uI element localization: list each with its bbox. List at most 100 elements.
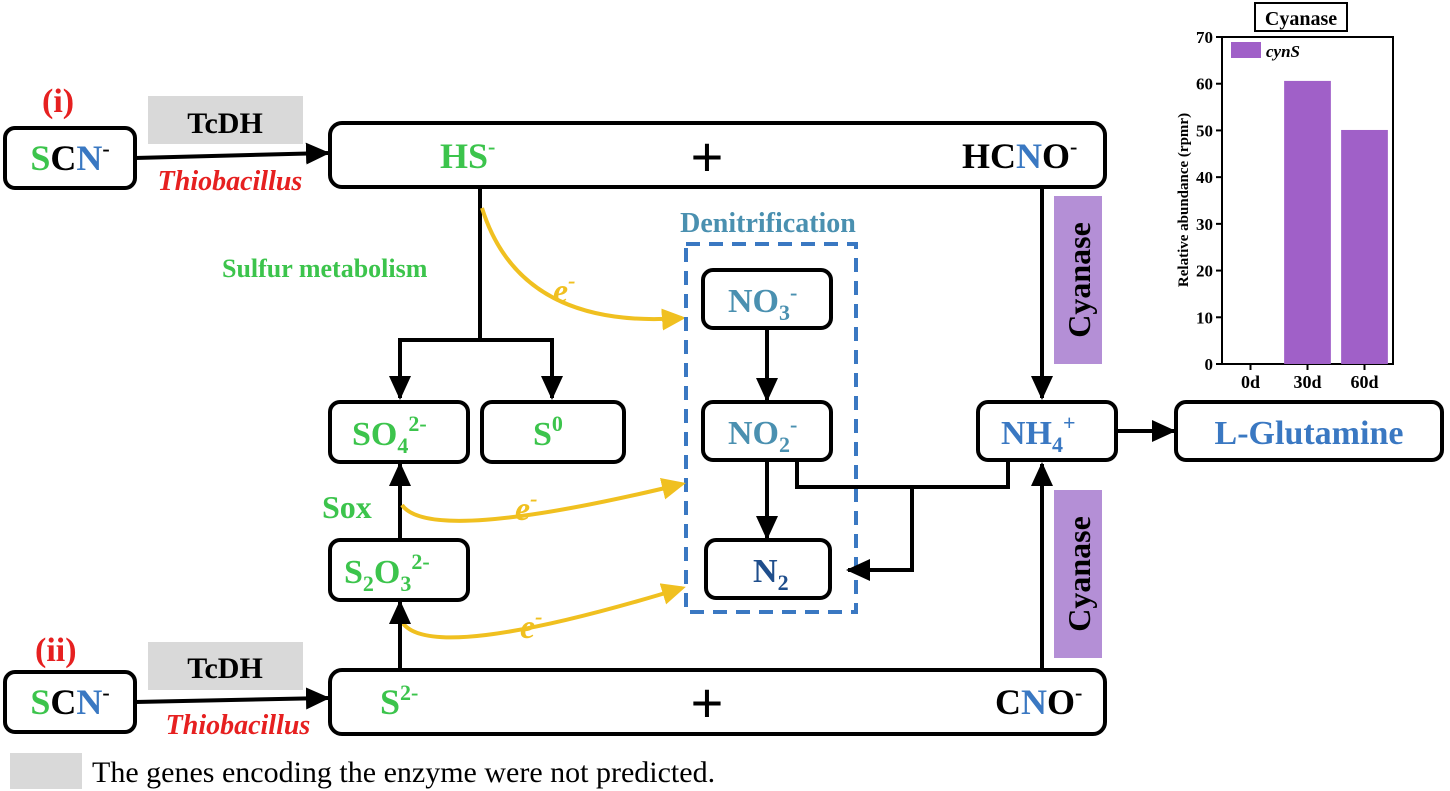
electron-e-3: e	[520, 609, 535, 646]
tcdh-label-ii: TcDH	[187, 652, 263, 685]
no2-formula: NO2-	[728, 412, 797, 457]
electron-e-1: e	[553, 273, 568, 310]
electron-label-1: e-	[553, 268, 575, 310]
scn-formula-i: SCN-	[30, 136, 109, 178]
scn-c-i: C	[50, 138, 76, 178]
no2-sub: 2	[779, 432, 790, 457]
x-tick-label: 60d	[1350, 372, 1378, 392]
hcno-n: N	[1016, 136, 1042, 176]
n2-text: N	[753, 553, 778, 590]
no2-nh4-connector	[795, 460, 1010, 489]
scn-minus-i: -	[102, 136, 109, 161]
s2o3-sup: 2-	[411, 549, 429, 574]
nh4-formula: NH4+	[1001, 410, 1076, 457]
chart-ylabel: Relative abundance (rpmr)	[1176, 113, 1192, 287]
arrow-scn-to-s2	[134, 687, 330, 710]
cno-formula: CNO-	[995, 680, 1082, 722]
plus-sign-bottom: +	[691, 671, 724, 734]
l-glutamine-box	[1174, 400, 1444, 462]
electron-e-2: e	[515, 491, 530, 528]
no2-minus: -	[790, 412, 797, 437]
s2o3-o: O	[374, 554, 400, 591]
y-tick-label: 50	[1196, 121, 1213, 140]
y-tick-label: 30	[1196, 215, 1213, 234]
hcno-o: O	[1042, 136, 1070, 176]
cyanase-label-bottom: Cyanase	[1061, 516, 1097, 632]
s2o3-sub1: 2	[363, 571, 374, 596]
plus-sign-top: +	[691, 125, 724, 188]
scn-c-ii: C	[50, 682, 76, 722]
s0-formula: S0	[533, 411, 563, 453]
electron-label-2: e-	[515, 486, 537, 528]
s0-sup: 0	[552, 411, 563, 436]
s2-formula: S2-	[380, 680, 418, 722]
hcno-hc: HC	[962, 136, 1016, 176]
s2o3-s: S	[344, 554, 363, 591]
s2-text: S	[380, 682, 400, 722]
no2-text: NO	[728, 415, 779, 452]
x-tick-label: 0d	[1241, 372, 1260, 392]
s0-text: S	[533, 416, 552, 453]
hs-text: HS	[440, 136, 488, 176]
cno-o: O	[1047, 682, 1075, 722]
hcno-minus: -	[1070, 134, 1077, 159]
electron-minus-1: -	[568, 268, 575, 293]
chart-title-box	[1254, 2, 1348, 32]
cno-c: C	[995, 682, 1021, 722]
electron-minus-3: -	[535, 604, 542, 629]
electron-arrow-sox	[400, 478, 686, 523]
sox-label: Sox	[322, 489, 372, 525]
hcno-formula: HCNO-	[962, 134, 1077, 176]
legend-text: The genes encoding the enzyme were not p…	[92, 756, 715, 789]
denitrification-box	[684, 242, 858, 614]
scn-n-i: N	[76, 138, 102, 178]
no3-text: NO	[728, 283, 779, 320]
s2-cno-box	[328, 668, 1107, 736]
no3-minus: -	[790, 280, 797, 305]
s2o3-formula: S2O32-	[344, 549, 430, 596]
legend-label-cyns: cynS	[1266, 42, 1300, 61]
scn-formula-ii: SCN-	[30, 680, 109, 722]
nh4-text: NH	[1001, 415, 1052, 452]
cyanase-chart: Cyanase Relative abundance (rpmr) cynS 0…	[1176, 2, 1394, 392]
y-tick-label: 40	[1196, 168, 1213, 187]
legend-gene-swatch	[10, 753, 82, 789]
cno-n: N	[1021, 682, 1047, 722]
n2-box	[704, 538, 832, 600]
so4-text: SO	[352, 416, 397, 453]
electron-label-3: e-	[520, 604, 542, 646]
y-tick-label: 60	[1196, 75, 1213, 94]
cno-minus: -	[1075, 680, 1082, 705]
scn-s-i: S	[30, 138, 50, 178]
electron-arrow-s2	[400, 583, 686, 640]
hs-hcno-box	[328, 121, 1107, 189]
arrow-to-n2-side	[846, 487, 914, 581]
scn-minus-ii: -	[102, 680, 109, 705]
s0-box	[480, 400, 626, 464]
no3-sub: 3	[779, 300, 790, 325]
electron-minus-2: -	[530, 486, 537, 511]
x-tick-label: 30d	[1293, 372, 1321, 392]
tcdh-label-i: TcDH	[187, 107, 263, 140]
l-glutamine-label: L-Glutamine	[1215, 415, 1404, 452]
chart-title: Cyanase	[1265, 8, 1337, 30]
route-ii-label: (ii)	[35, 632, 77, 669]
sulfur-metabolism-label: Sulfur metabolism	[222, 254, 428, 283]
nh4-sub: 4	[1052, 432, 1063, 457]
arrow-scn-to-hs	[134, 142, 330, 165]
nh4-sup: +	[1063, 410, 1076, 435]
y-tick-label: 20	[1196, 262, 1213, 281]
so4-sup: 2-	[408, 411, 426, 436]
denitrification-label: Denitrification	[680, 208, 856, 239]
scn-n-ii: N	[76, 682, 102, 722]
bar-30d	[1284, 80, 1331, 364]
hs-formula: HS-	[440, 134, 495, 176]
s2-sup: 2-	[400, 680, 418, 705]
electron-arrow-hs	[480, 207, 686, 331]
no3-formula: NO3-	[728, 280, 797, 325]
scn-s-ii: S	[30, 682, 50, 722]
cyanase-label-top: Cyanase	[1061, 222, 1097, 338]
s2o3-sub2: 3	[400, 571, 411, 596]
route-i-label: (i)	[42, 83, 74, 120]
